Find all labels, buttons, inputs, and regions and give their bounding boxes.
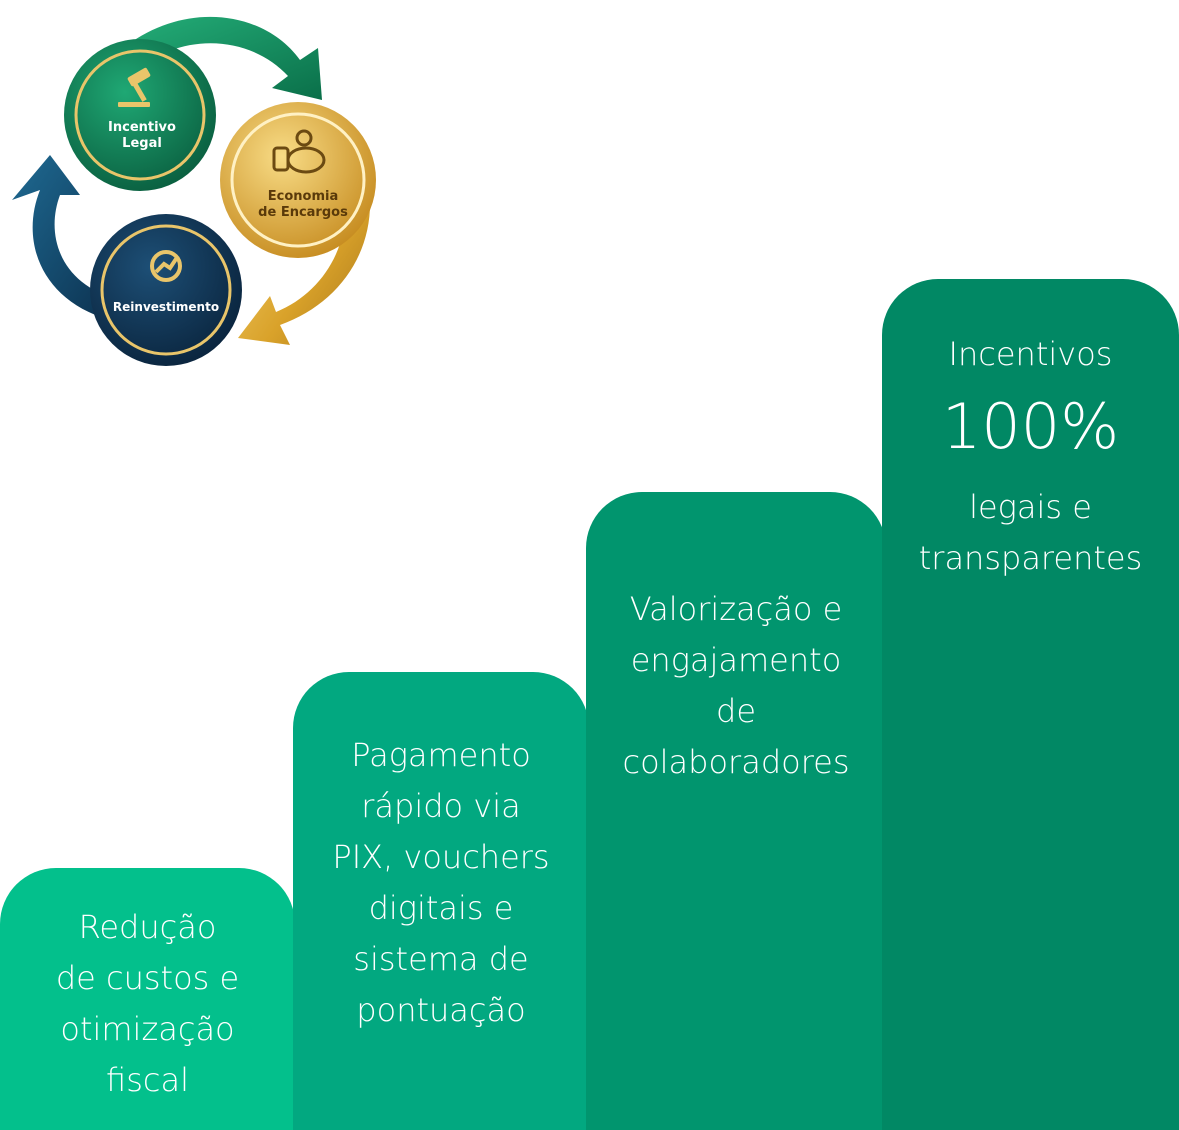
node-label: Economia (268, 189, 338, 204)
step-line: rápido via (361, 787, 521, 825)
gavel-icon (118, 67, 151, 107)
step-line: PIX, vouchers (332, 838, 550, 876)
node-label: de Encargos (258, 205, 348, 220)
node-reinvestimento (90, 214, 242, 366)
step-line: legais e (969, 488, 1092, 526)
gear-growth-icon (150, 250, 182, 282)
step-reducao-custos: Redução de custos e otimização fiscal (0, 868, 295, 1130)
navy-arrow (12, 155, 120, 320)
step-line: digitais e (368, 889, 514, 927)
step-line: Pagamento (351, 736, 531, 774)
node-incentivo-legal (64, 39, 216, 191)
node-economia-de-encargos (220, 102, 376, 258)
step-line: engajamento (630, 641, 842, 679)
step-text: Pagamento rápido via PIX, vouchers digit… (293, 672, 589, 1036)
piggy-bank-icon (272, 129, 326, 174)
node-label: Legal (122, 136, 162, 151)
step-line: Redução (78, 908, 217, 946)
step-percentage: 100% (941, 390, 1120, 463)
step-valorizacao: Valorização e engajamento de colaborador… (586, 492, 886, 1130)
step-text: Redução de custos e otimização fiscal (0, 868, 295, 1106)
step-line: Valorização e (629, 590, 843, 628)
green-arrow (110, 16, 322, 100)
step-line: sistema de (353, 940, 529, 978)
node-label: Reinvestimento (113, 300, 219, 314)
step-line: otimização (60, 1010, 235, 1048)
node-label: Incentivo (108, 120, 176, 135)
step-heading: Incentivos (948, 335, 1113, 373)
step-text: Valorização e engajamento de colaborador… (586, 492, 886, 788)
step-line: de (716, 692, 756, 730)
step-line: colaboradores (622, 743, 850, 781)
cycle-graphic: Incentivo Legal Economia de Encargos Rei… (12, 16, 376, 366)
step-line: transparentes (918, 539, 1143, 577)
step-incentivos-100: Incentivos 100% legais e transparentes (882, 279, 1179, 1130)
step-pagamento-rapido: Pagamento rápido via PIX, vouchers digit… (293, 672, 589, 1130)
step-line: de custos e (55, 959, 240, 997)
step-line: pontuação (356, 991, 526, 1029)
incentive-cycle-diagram: Incentivo Legal Economia de Encargos Rei… (0, 0, 400, 380)
step-line: fiscal (106, 1061, 189, 1099)
